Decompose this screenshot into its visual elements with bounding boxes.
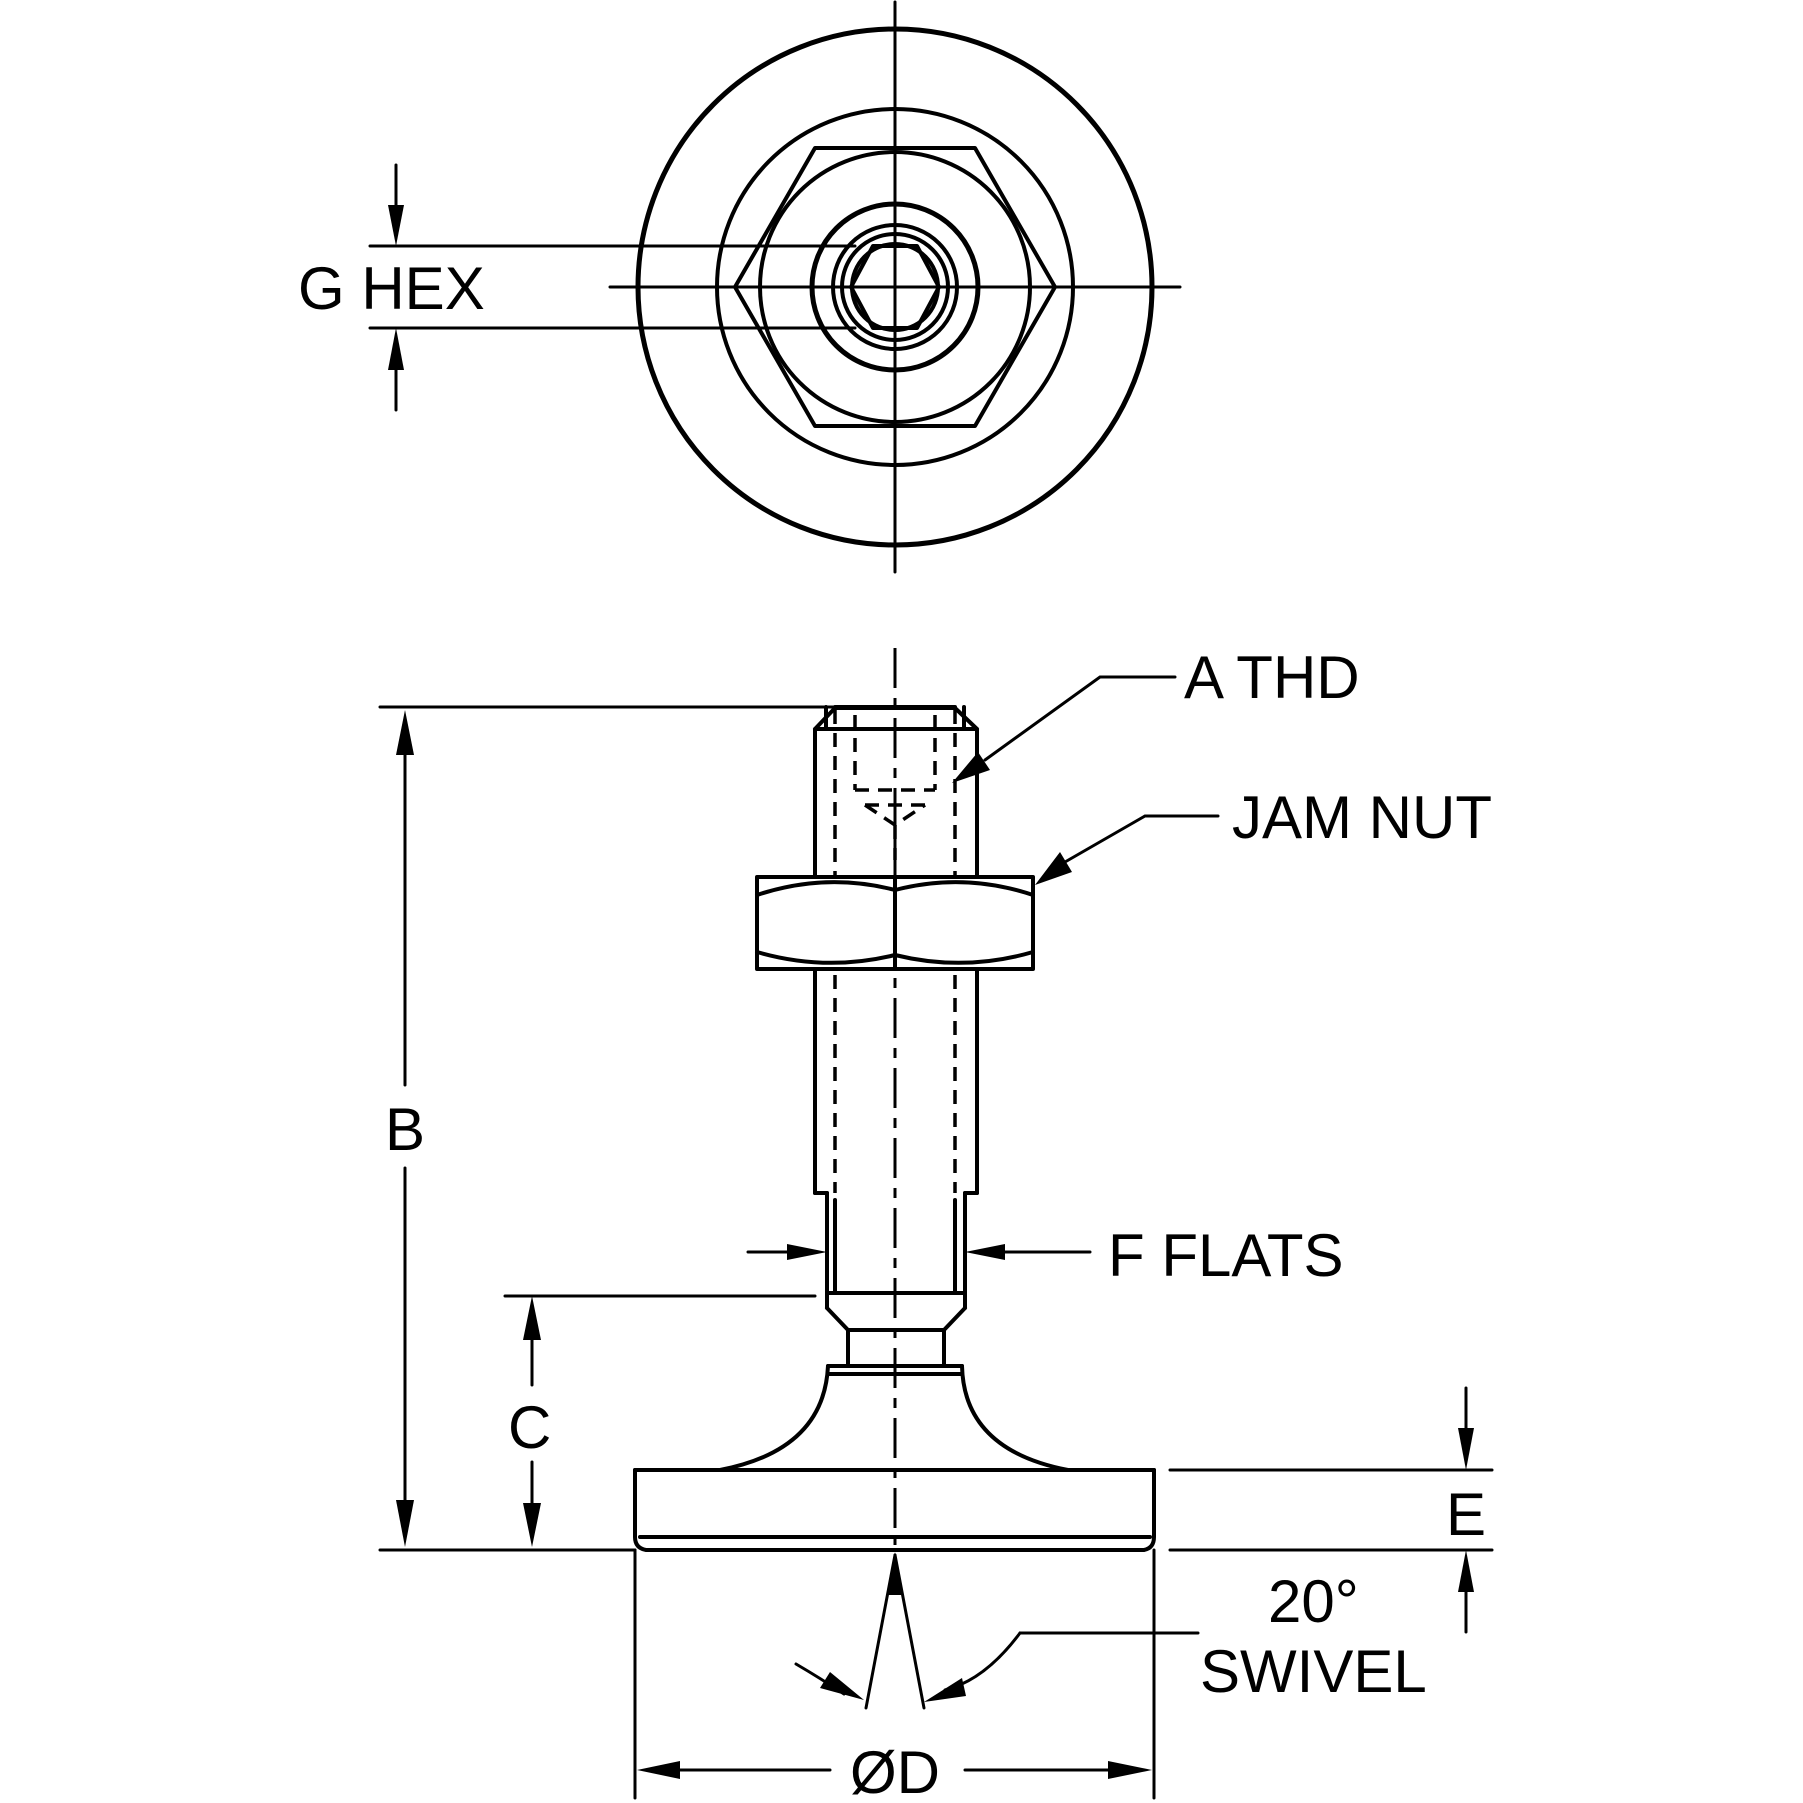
e-label: E (1446, 1481, 1486, 1548)
g-hex-label: G HEX (298, 255, 485, 322)
jam-nut-callout: JAM NUT (1035, 784, 1492, 885)
swivel-label: SWIVEL (1200, 1638, 1427, 1705)
stem-circle (715, 107, 1075, 467)
swivel-base (633, 1364, 1156, 1552)
a-thd-callout: A THD (952, 644, 1360, 783)
b-dimension: B (378, 705, 957, 1552)
c-label: C (508, 1394, 551, 1461)
base-outer-circle (635, 26, 1155, 548)
d-label: ØD (850, 1739, 940, 1803)
jam-nut (755, 875, 1035, 971)
e-dimension: E (1168, 1386, 1494, 1634)
jam-nut-label: JAM NUT (1232, 784, 1492, 851)
g-hex-dimension: G HEX (298, 163, 857, 412)
d-dimension: ØD (633, 1548, 1156, 1803)
swivel-angle-label: 20° (1268, 1568, 1359, 1635)
swivel-callout: 20° SWIVEL (794, 1552, 1427, 1710)
c-dimension: C (503, 1294, 817, 1547)
top-view (608, 0, 1182, 574)
f-flats-dimension: F FLATS (746, 1222, 1344, 1289)
jam-nut-hex-outline (733, 146, 1057, 428)
side-view (633, 648, 1156, 1552)
f-flats-label: F FLATS (1108, 1222, 1344, 1289)
b-label: B (385, 1096, 425, 1163)
a-thd-label: A THD (1184, 644, 1360, 711)
